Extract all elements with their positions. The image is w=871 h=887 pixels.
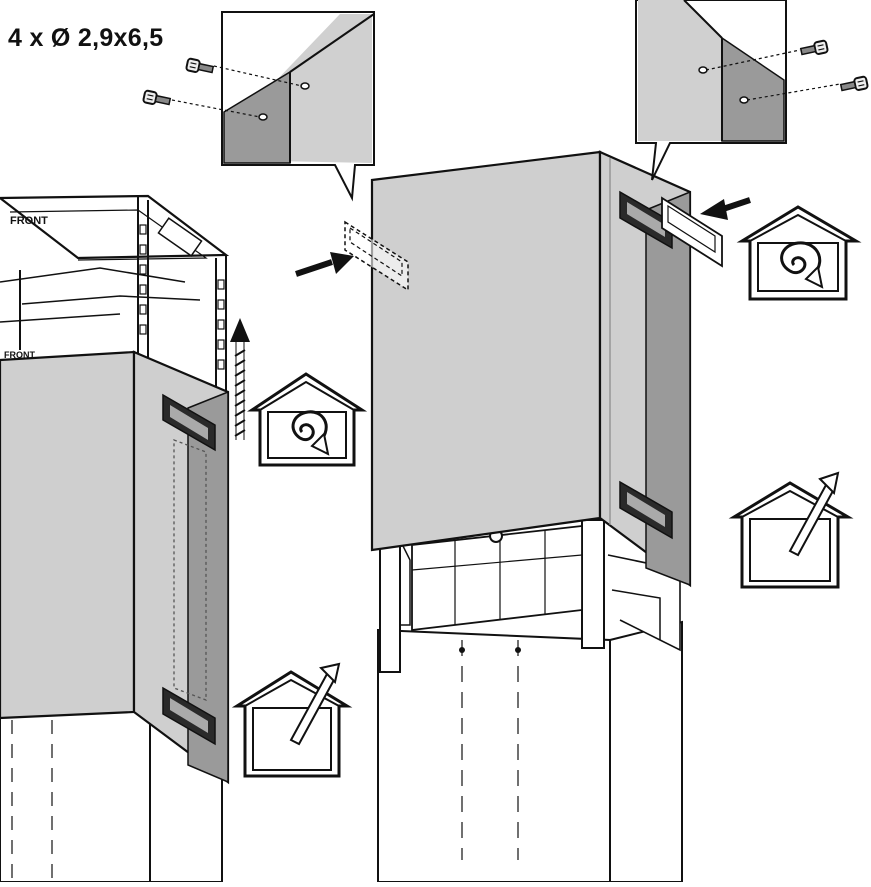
- bracket-left-hidden: [344, 220, 409, 292]
- callout-right-detail: [635, 0, 870, 181]
- screw-icon: [799, 39, 830, 59]
- extraction-mode-icon: [728, 471, 854, 589]
- left-clip-bottom: [162, 686, 216, 746]
- lift-arrow-icon: [230, 318, 250, 440]
- right-outer-panel: [370, 150, 692, 588]
- push-arrow-left-icon: [295, 252, 354, 277]
- push-arrow-right-icon: [700, 197, 751, 220]
- screw-spec-label: 4 x Ø 2,9x6,5: [8, 24, 164, 52]
- screw-icon: [184, 57, 215, 77]
- left-clip-top: [162, 393, 216, 452]
- screw-icon: [141, 89, 172, 109]
- right-lower-duct: [377, 620, 683, 883]
- left-duct-assembly: FRONT FRONT: [0, 194, 250, 883]
- right-clip-bottom: [619, 480, 673, 540]
- extraction-mode-icon: [231, 662, 353, 778]
- screw-icon: [839, 75, 870, 95]
- recirculation-mode-icon: [247, 372, 368, 467]
- right-clip-top: [619, 190, 673, 250]
- callout-left-detail: [141, 11, 375, 202]
- front-label-top: FRONT: [10, 215, 48, 227]
- right-support-frame: [379, 519, 681, 673]
- recirculation-mode-icon: [736, 205, 862, 301]
- bracket-right-hidden: [661, 196, 723, 268]
- front-label-lower: FRONT: [4, 350, 35, 360]
- right-duct-assembly: [295, 150, 751, 883]
- left-outer-panel: FRONT: [0, 350, 230, 785]
- left-support-frame: FRONT: [0, 194, 230, 395]
